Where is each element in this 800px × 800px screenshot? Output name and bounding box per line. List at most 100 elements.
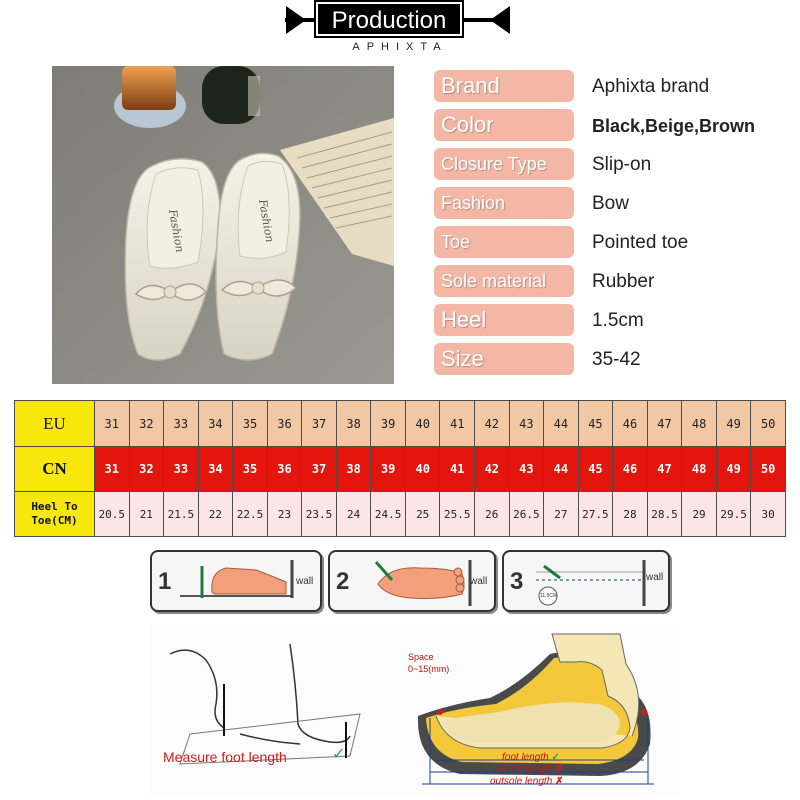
- eu-size-cell: 35: [232, 400, 268, 447]
- shoes-photo-illustration: Fashion Fashion: [52, 66, 394, 384]
- heel-to-toe-cell: 20.5: [94, 491, 130, 537]
- eu-size-cell: 44: [543, 400, 579, 447]
- heel-to-toe-cell: 27.5: [577, 491, 614, 537]
- eu-size-cell: 46: [612, 400, 648, 447]
- spec-value: 35-42: [592, 349, 641, 370]
- spec-row-brand: Brand Aphixta brand: [434, 70, 794, 103]
- insole-length-text: insole length: [496, 764, 553, 775]
- heel-to-toe-cell: 21: [128, 491, 165, 537]
- step-panel-1: 1 wall: [150, 550, 322, 612]
- candle-jar: [122, 66, 176, 110]
- cn-size-cell: 38: [335, 446, 372, 492]
- cross-icon: ✗: [554, 764, 564, 775]
- spec-label: Toe: [434, 226, 574, 258]
- eu-size-cell: 34: [197, 400, 234, 447]
- heel-to-toe-cell: 26: [474, 491, 510, 537]
- check-icon: ✓: [551, 752, 560, 763]
- wall-label: wall: [470, 576, 488, 587]
- eu-size-cell: 47: [646, 400, 683, 447]
- insole-length-label: insole length ✗: [496, 764, 563, 775]
- eu-size-cell: 45: [577, 400, 614, 447]
- heel-to-toe-cell: 28.5: [646, 491, 683, 537]
- spec-label: Color: [434, 109, 574, 141]
- cn-size-cell: 39: [370, 446, 406, 492]
- heel-label-line-2: Toe(CM): [31, 514, 78, 527]
- spec-row-heel: Heel 1.5cm: [434, 304, 794, 337]
- heel-to-toe-cell: 24: [335, 491, 372, 537]
- right-shoe: Fashion: [215, 152, 301, 361]
- spec-value: Aphixta brand: [592, 76, 710, 97]
- wine-bottle: [202, 66, 260, 124]
- eu-size-cell: 32: [128, 400, 165, 447]
- space-label-line-2: 0~15(mm): [408, 664, 450, 674]
- heel-to-toe-cell: 26.5: [508, 491, 545, 537]
- foot-top-icon: [374, 560, 472, 606]
- step-number: 1: [158, 568, 172, 595]
- header-banner: Production APHIXTA: [0, 0, 800, 60]
- product-photo: Fashion Fashion: [52, 66, 394, 384]
- heel-to-toe-cell: 21.5: [163, 491, 199, 537]
- cn-size-cell: 46: [612, 446, 648, 492]
- spec-label: Closure Type: [434, 148, 574, 180]
- spec-value: Pointed toe: [592, 232, 689, 253]
- measure-caption: Measure foot length: [163, 749, 287, 765]
- cn-size-cell: 37: [301, 446, 337, 492]
- heel-to-toe-cell: 25.5: [439, 491, 476, 537]
- cn-size-cell: 34: [197, 446, 234, 492]
- spec-value: Rubber: [592, 271, 655, 292]
- eu-size-cell: 48: [681, 400, 717, 447]
- spec-label: Heel: [434, 304, 574, 336]
- spec-label: Fashion: [434, 187, 574, 219]
- spec-row-toe: Toe Pointed toe: [434, 226, 794, 259]
- hand-measuring-sketch: [169, 643, 361, 765]
- eu-size-cell: 36: [266, 400, 303, 447]
- banner-right-ribbon: [490, 6, 510, 34]
- spec-label: Size: [434, 343, 574, 375]
- eu-size-cell: 50: [750, 400, 786, 447]
- measure-steps: 1 wall 2 wall 3 wall 11.5CM: [150, 550, 690, 612]
- foot-measure-illustration: [169, 633, 654, 785]
- spec-value: Bow: [592, 193, 629, 214]
- outsole-length-text: outsole length: [490, 776, 553, 787]
- check-icon: ✓: [332, 744, 346, 763]
- cn-size-cell: 31: [94, 446, 130, 492]
- cn-size-cell: 45: [577, 446, 614, 492]
- wall-label: wall: [296, 576, 314, 587]
- space-label: Space 0~15(mm): [408, 651, 449, 675]
- heel-to-toe-cell: 23.5: [301, 491, 337, 537]
- eu-size-cell: 31: [94, 400, 130, 447]
- spec-row-closure-type: Closure Type Slip-on: [434, 148, 794, 181]
- cn-size-cell: 44: [543, 446, 579, 492]
- cn-size-cell: 33: [163, 446, 199, 492]
- cn-size-cell: 43: [508, 446, 545, 492]
- heel-to-toe-cell: 28: [612, 491, 648, 537]
- cn-size-cell: 36: [266, 446, 303, 492]
- step-panel-3: 3 wall 11.5CM: [502, 550, 670, 612]
- spec-row-size: Size 35-42: [434, 343, 794, 376]
- step-panel-2: 2 wall: [328, 550, 496, 612]
- cn-size-cell: 47: [646, 446, 683, 492]
- heel-to-toe-cell: 24.5: [370, 491, 406, 537]
- heel-to-toe-cell: 29: [681, 491, 717, 537]
- eu-size-cell: 43: [508, 400, 545, 447]
- eu-size-cell: 42: [474, 400, 510, 447]
- cn-size-cell: 41: [439, 446, 476, 492]
- spec-row-fashion: Fashion Bow: [434, 187, 794, 220]
- heel-to-toe-cell: 23: [266, 491, 303, 537]
- spec-row-color: Color Black,Beige,Brown: [434, 109, 794, 142]
- eu-size-cell: 37: [301, 400, 337, 447]
- spec-row-sole-material: Sole material Rubber: [434, 265, 794, 298]
- heel-to-toe-cell: 30: [750, 491, 786, 537]
- eu-row-header: EU: [14, 400, 95, 447]
- space-label-line-1: Space: [408, 652, 434, 662]
- spec-label: Brand: [434, 70, 574, 102]
- foot-length-text: foot length: [502, 752, 549, 763]
- heel-to-toe-cell: 27: [543, 491, 579, 537]
- spec-value: Slip-on: [592, 154, 652, 175]
- cn-size-cell: 50: [750, 446, 786, 492]
- cn-size-cell: 49: [715, 446, 752, 492]
- step-number: 3: [510, 568, 524, 595]
